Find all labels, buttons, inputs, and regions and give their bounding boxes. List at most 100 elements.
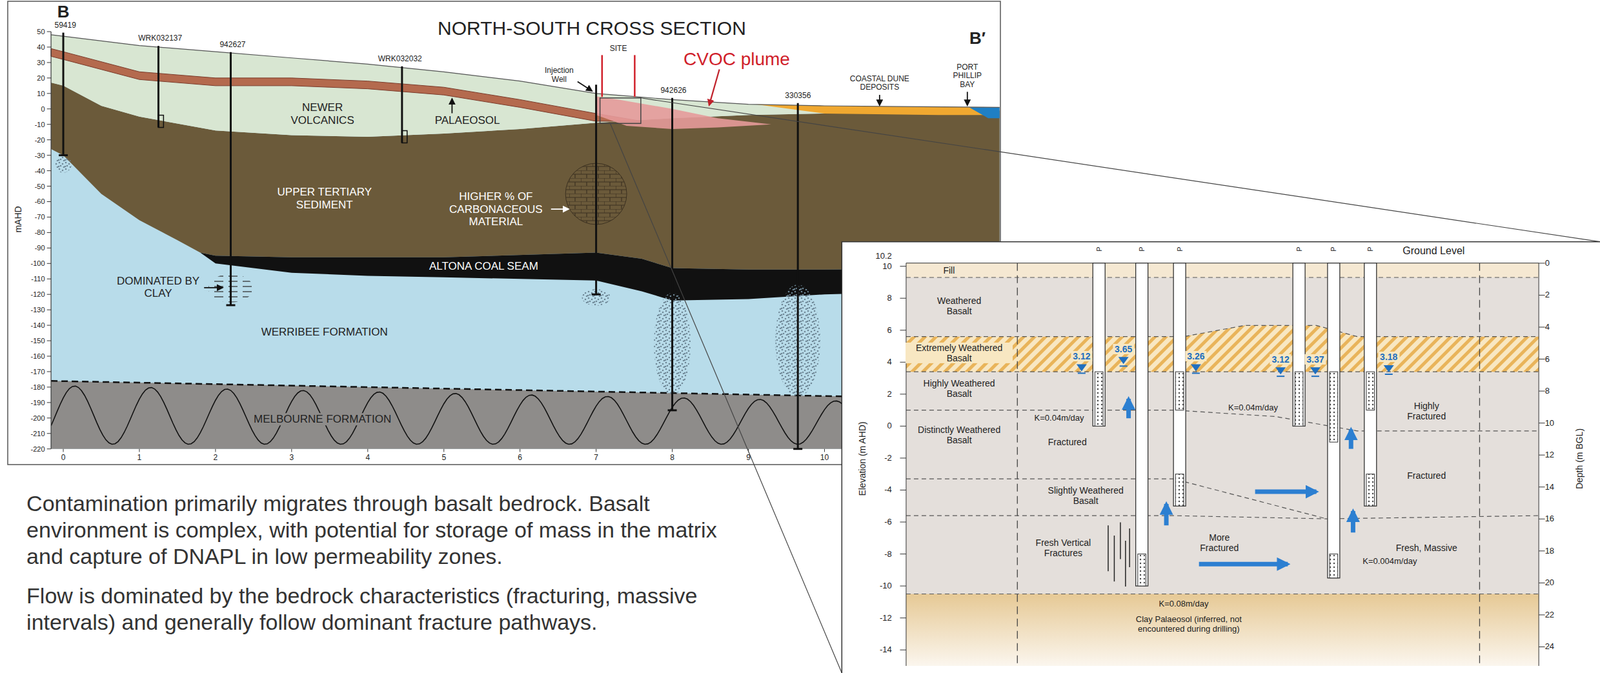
axis-tick — [1538, 326, 1545, 328]
flow-arrow — [1255, 489, 1317, 495]
elevation-axis — [905, 263, 907, 667]
well-id: WRK032032 — [378, 54, 423, 64]
axis-tick-label: 10.2 — [875, 251, 892, 261]
leader-arrow — [551, 208, 569, 210]
conductivity-label: K=0.004m/day — [1362, 556, 1417, 567]
axis-tick-label: 20 — [1545, 578, 1555, 588]
axis-tick-label: 4 — [1545, 322, 1550, 333]
axis-tick-label: -150 — [30, 336, 46, 346]
axis-tick-label: -210 — [30, 429, 46, 438]
axis-tick — [47, 123, 51, 125]
water-level-label: 3.37 — [1304, 353, 1326, 365]
axis-tick-label: -8 — [884, 549, 892, 559]
axis-tick — [47, 386, 51, 388]
axis-tick — [47, 433, 51, 434]
axis-tick-label: 6 — [887, 325, 892, 335]
axis-tick-label: -120 — [30, 290, 46, 299]
axis-tick — [595, 449, 597, 453]
axis-tick-label: 0 — [61, 453, 66, 463]
well-id: 942626 — [660, 86, 687, 96]
well-line — [62, 32, 65, 156]
axis-tick — [1538, 614, 1545, 616]
note-text: Flow is dominated by the bedrock charact… — [26, 582, 737, 636]
axis-tick — [291, 449, 292, 453]
water-level-line — [1192, 372, 1200, 374]
axis-tick-label: 9 — [746, 453, 751, 463]
axis-tick — [47, 185, 51, 187]
leader-arrow — [577, 81, 592, 91]
axis-tick-label: -30 — [34, 151, 46, 160]
well-tag: P — [1329, 246, 1338, 252]
axis-tick-label: -190 — [30, 398, 46, 408]
vertical-fracture — [1107, 525, 1109, 572]
axis-tick — [899, 425, 906, 427]
axis-tick-label: 0 — [40, 104, 45, 113]
axis-title: Elevation (m AHD) — [857, 422, 868, 497]
axis-tick — [1538, 646, 1545, 648]
site-label: SITE — [609, 44, 628, 54]
axis-tick — [899, 553, 906, 555]
axis-tick — [824, 449, 825, 453]
inset-panel — [841, 242, 1600, 673]
conductivity-label: K=0.04m/day — [1228, 403, 1278, 414]
layer-boundary — [906, 325, 1539, 337]
axis-tick-label: 6 — [517, 453, 523, 463]
axis-tick-label: -12 — [879, 613, 892, 623]
axis-tick — [47, 201, 51, 203]
axis-tick-label: -50 — [34, 182, 46, 191]
axis-tick-label: 20 — [36, 74, 45, 83]
layer-label: Distinctly Weathered Basalt — [907, 424, 1011, 445]
axis-tick — [138, 449, 140, 453]
unit-label: UPPER TERTIARY SEDIMENT — [263, 186, 386, 212]
newer-volcanics — [50, 34, 1000, 137]
zoom-line — [640, 98, 1600, 243]
well-id: 330356 — [784, 91, 811, 101]
layer-label: Weathered Basalt — [923, 295, 995, 317]
well-line — [671, 98, 674, 411]
water-level-line — [1119, 365, 1128, 367]
axis-tick-label: 14 — [1545, 482, 1555, 492]
well-id: WRK032137 — [138, 34, 183, 44]
layer-label: Fill — [942, 265, 955, 276]
unit-label: NEWER VOLCANICS — [283, 101, 362, 128]
gravel-zone — [54, 156, 71, 173]
axis-tick — [1538, 358, 1545, 360]
axis-tick-label: 2 — [213, 453, 219, 463]
axis-tick — [47, 340, 51, 342]
water-level-symbol — [1118, 356, 1129, 365]
water-level-label: 3.18 — [1377, 351, 1400, 363]
unit-label: PALAEOSOL — [435, 114, 501, 128]
well-screen — [1366, 371, 1375, 410]
water-level-line — [1077, 372, 1086, 374]
well-casing — [1173, 263, 1186, 507]
axis-tick-label: -80 — [34, 228, 46, 237]
leader-arrow — [709, 69, 720, 106]
axis-tick-label: 8 — [1545, 386, 1550, 397]
axis-tick — [899, 489, 906, 491]
axis-tick-label: 8 — [887, 293, 892, 304]
axis-tick-label: 22 — [1545, 609, 1555, 620]
well-tag: P — [1175, 246, 1184, 252]
zoom-box — [600, 98, 641, 124]
well-tag: P — [1094, 246, 1104, 252]
section-divider — [1479, 263, 1480, 667]
water-level-symbol — [1275, 367, 1286, 375]
axis-tick — [47, 263, 51, 264]
well-line — [797, 103, 800, 450]
clay-palaeosol — [906, 594, 1539, 667]
axis-tick-label: -60 — [34, 197, 46, 206]
axis-tick-label: 6 — [1545, 354, 1550, 365]
flow-arrow — [1350, 511, 1356, 533]
axis-tick-label: -130 — [30, 305, 46, 315]
axis-tick-label: 4 — [365, 453, 370, 463]
axis-tick — [899, 457, 906, 459]
axis-tick — [1538, 486, 1545, 488]
water-level-line — [1385, 373, 1393, 375]
layer-boundary — [906, 515, 1539, 519]
axis-tick-label: 12 — [1545, 450, 1555, 461]
water-level-label: 3.12 — [1070, 351, 1093, 362]
axis-tick-label: 3 — [289, 453, 295, 463]
well-base — [668, 409, 678, 412]
axis-tick-label: 10 — [882, 261, 892, 272]
